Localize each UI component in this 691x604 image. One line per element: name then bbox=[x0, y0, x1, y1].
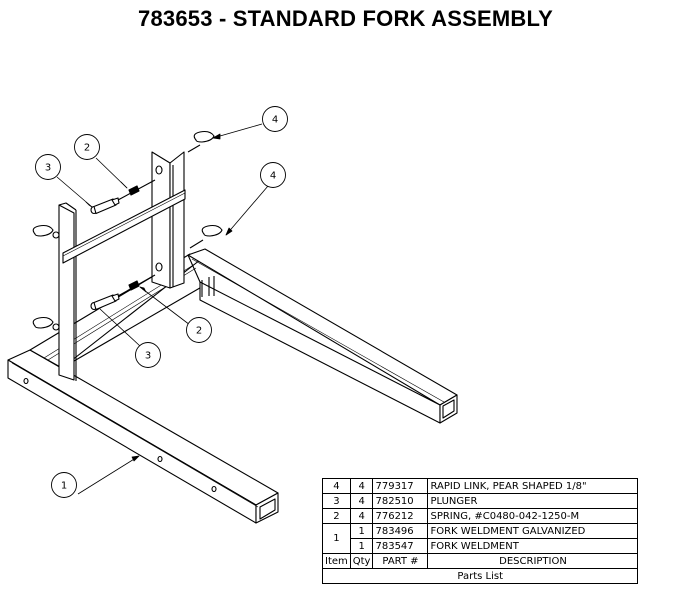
qty-cell: 4 bbox=[349, 508, 374, 524]
balloon-2-upper: 2 bbox=[84, 143, 90, 154]
parts-list-table: 4 4 779317 RAPID LINK, PEAR SHAPED 1/8" … bbox=[321, 478, 639, 584]
balloon-2-lower: 2 bbox=[196, 326, 202, 337]
item-cell: 3 bbox=[322, 493, 351, 509]
balloon-3-lower: 3 bbox=[145, 351, 151, 362]
qty-cell: 1 bbox=[349, 523, 374, 539]
plunger-upper bbox=[90, 179, 156, 215]
leader-lines bbox=[56, 123, 269, 495]
description-cell: PLUNGER bbox=[427, 493, 639, 509]
table-row: 2 4 776212 SPRING, #C0480-042-1250-M bbox=[322, 508, 639, 524]
table-header-row: Item Qty PART # DESCRIPTION bbox=[322, 553, 639, 569]
cross-plate bbox=[62, 189, 186, 264]
drawing-title: 783653 - STANDARD FORK ASSEMBLY bbox=[138, 6, 553, 31]
table-row: 4 4 779317 RAPID LINK, PEAR SHAPED 1/8" bbox=[322, 478, 639, 494]
part-cell: 776212 bbox=[372, 508, 429, 524]
part-cell: 783496 bbox=[372, 523, 429, 539]
qty-cell: 4 bbox=[349, 493, 374, 509]
balloon-4-lower: 4 bbox=[270, 171, 276, 182]
rapid-link-top-right bbox=[187, 130, 215, 153]
table-row: 3 4 782510 PLUNGER bbox=[322, 493, 639, 509]
front-fork-tube bbox=[7, 349, 279, 524]
item-cell: 4 bbox=[322, 478, 351, 494]
description-cell: FORK WELDMENT GALVANIZED bbox=[427, 523, 639, 539]
item-cell: 2 bbox=[322, 508, 351, 524]
balloon-3-upper: 3 bbox=[45, 163, 51, 174]
balloon-1: 1 bbox=[61, 481, 67, 492]
table-row: 1 1 783496 FORK WELDMENT GALVANIZED bbox=[322, 523, 639, 554]
qty-cell: 4 bbox=[349, 478, 374, 494]
rapid-link-left-upper bbox=[32, 224, 60, 239]
parts-list-caption: Parts List bbox=[321, 568, 639, 584]
header-qty: Qty bbox=[349, 553, 374, 569]
table-caption-row: Parts List bbox=[321, 568, 639, 584]
part-cell: 782510 bbox=[372, 493, 429, 509]
qty-cell: 1 bbox=[349, 538, 374, 554]
description-cell: SPRING, #C0480-042-1250-M bbox=[427, 508, 639, 524]
rear-fork-tube bbox=[187, 248, 458, 424]
plunger-lower bbox=[90, 274, 156, 311]
spring-lower bbox=[128, 280, 140, 291]
rapid-link-left-lower bbox=[32, 316, 60, 331]
spring-upper bbox=[128, 185, 140, 196]
table-row: 1 783547 FORK WELDMENT bbox=[323, 538, 639, 554]
callout-balloons bbox=[35, 106, 288, 498]
header-part: PART # bbox=[372, 553, 429, 569]
right-upright bbox=[151, 151, 185, 289]
description-cell: FORK WELDMENT bbox=[427, 538, 639, 554]
left-upright bbox=[58, 202, 77, 381]
part-cell: 779317 bbox=[372, 478, 429, 494]
header-description: DESCRIPTION bbox=[427, 553, 639, 569]
part-cell: 783547 bbox=[372, 538, 429, 554]
rapid-link-mid-right bbox=[189, 224, 223, 249]
description-cell: RAPID LINK, PEAR SHAPED 1/8" bbox=[427, 478, 639, 494]
item-cell: 1 bbox=[322, 523, 351, 554]
balloon-4-upper: 4 bbox=[272, 115, 278, 126]
header-item: Item bbox=[322, 553, 351, 569]
